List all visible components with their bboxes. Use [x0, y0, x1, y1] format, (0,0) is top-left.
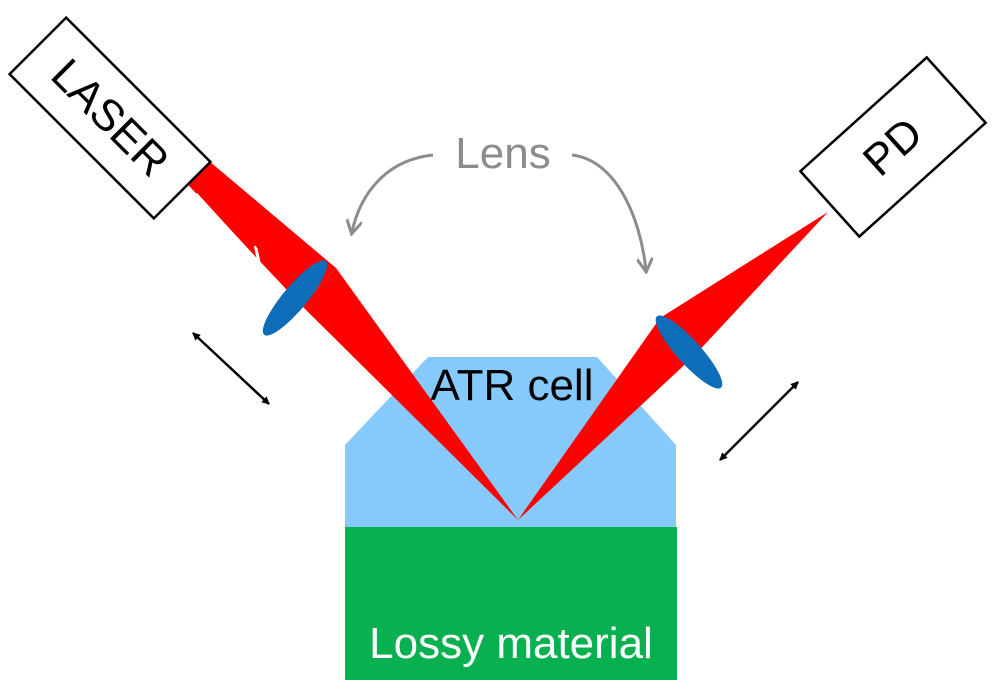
right-lens: [655, 315, 723, 389]
lens-callout-right: [571, 153, 646, 270]
beam-direction-arrow: [194, 192, 258, 262]
lossy-material-label: Lossy material: [369, 619, 653, 668]
lens-callout-left: [352, 153, 434, 232]
incident-beam-collimated: [176, 150, 336, 306]
incident-beam-focused: [302, 268, 518, 520]
right-lens-translation-arrow: [719, 381, 799, 461]
atr-cell-label: ATR cell: [431, 361, 594, 410]
left-lens-translation-arrow: [192, 332, 270, 405]
laser-source: LASER: [7, 15, 213, 221]
reflected-beam-diverging: [518, 318, 694, 520]
lossy-material-block: [345, 527, 677, 680]
photodetector: PD: [798, 55, 988, 239]
reflected-beam-converging: [660, 212, 828, 356]
left-lens: [262, 260, 328, 336]
lens-label: Lens: [455, 129, 550, 178]
